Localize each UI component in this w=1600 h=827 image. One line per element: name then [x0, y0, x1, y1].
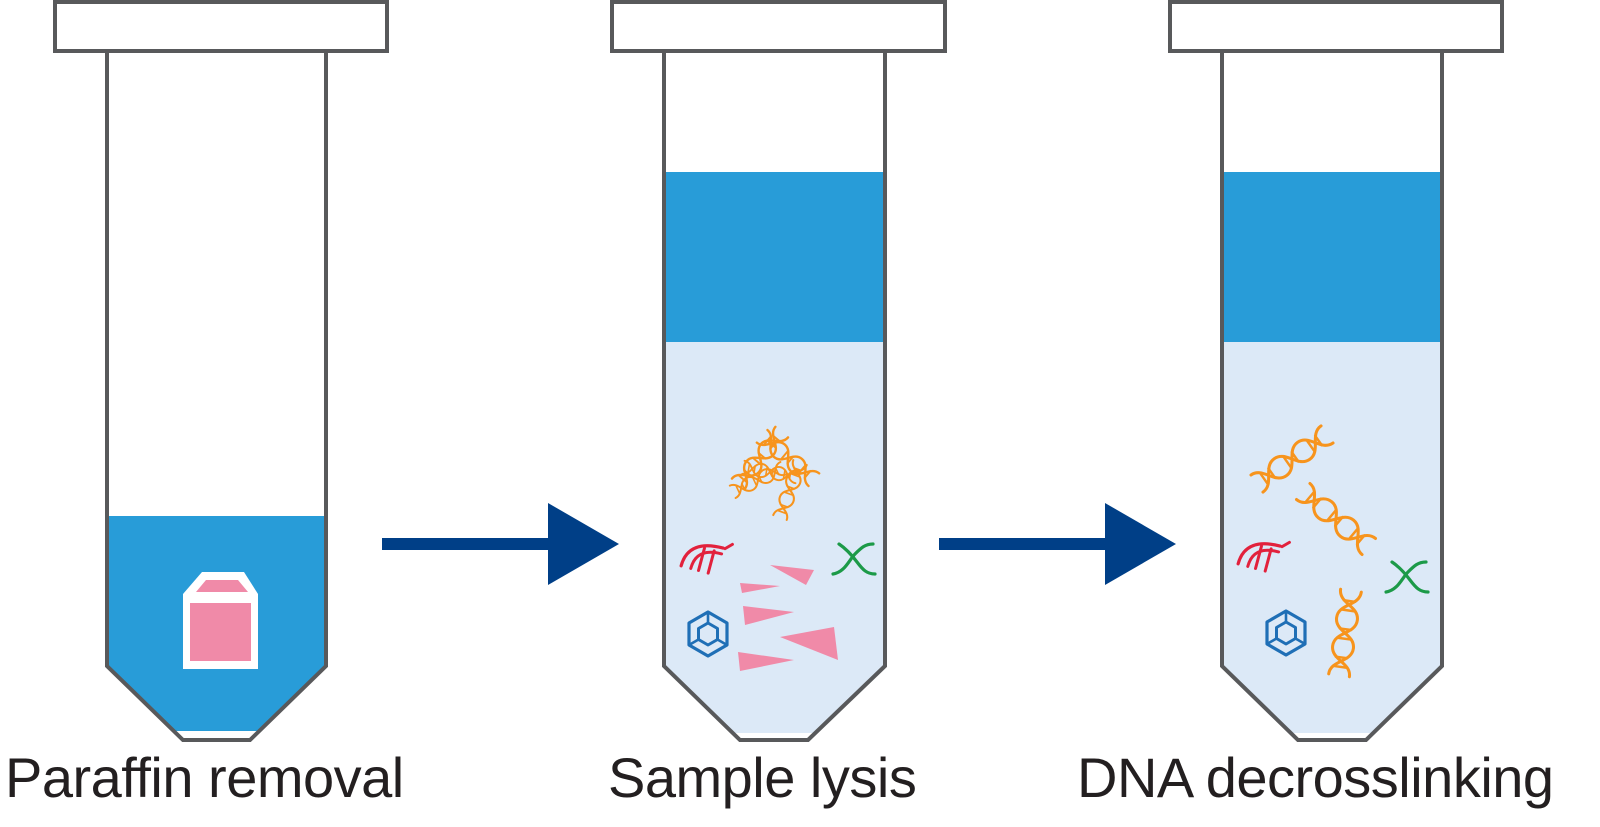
tube-paraffin-removal	[53, 0, 389, 742]
arrow-2-icon	[939, 503, 1176, 585]
step-label-sample-lysis: Sample lysis	[608, 746, 917, 809]
step-label-paraffin-removal: Paraffin removal	[5, 746, 404, 809]
tube-3-body	[1220, 52, 1444, 742]
arrow-1-icon	[382, 503, 619, 585]
tube-3-lysate	[1223, 342, 1441, 733]
tube-sample-lysis	[610, 0, 947, 742]
tube-2-body	[662, 52, 887, 742]
tissue-block-icon	[183, 572, 258, 669]
tube-1-body	[105, 52, 328, 742]
step-label-dna-decrosslinking: DNA decrosslinking	[1077, 746, 1554, 809]
tube-3-buffer	[1223, 172, 1441, 342]
tube-2-buffer	[665, 172, 884, 342]
tube-2-lysate	[665, 342, 884, 733]
tube-dna-decrosslinking	[1168, 0, 1504, 742]
tube-3-cap	[1168, 0, 1504, 53]
tube-1-cap	[53, 0, 389, 53]
tube-2-cap	[610, 0, 947, 53]
tissue-fragments-icon	[738, 565, 838, 671]
